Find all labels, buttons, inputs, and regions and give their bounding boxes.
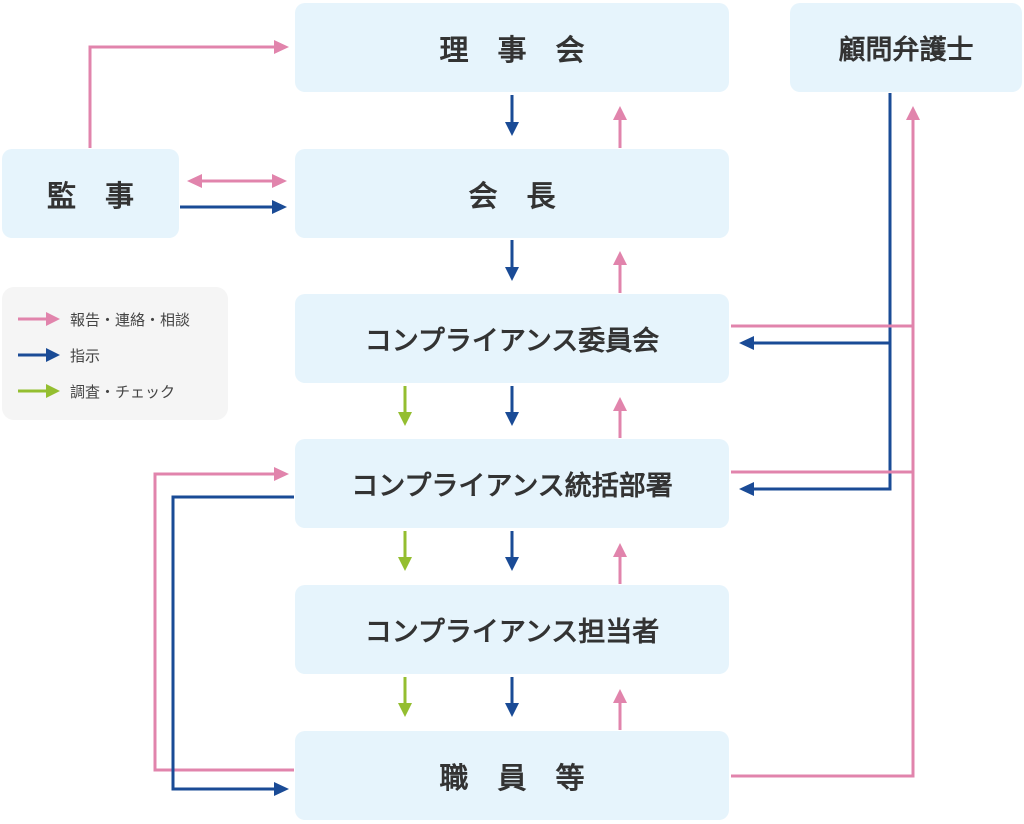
arrowhead-board-from-president — [613, 106, 627, 120]
arrowhead-committee-from-department — [613, 397, 627, 411]
node-president: 会 長 — [295, 149, 729, 238]
arrowhead-officer-instruction — [505, 557, 519, 571]
arrowhead-staff-instruction — [505, 703, 519, 717]
arrowhead-department-from-officer — [613, 543, 627, 557]
legend-label-instruction: 指示 — [70, 346, 101, 365]
arrowhead-department-instruction — [505, 412, 519, 426]
legend-item-investigation: 調査・チェック — [18, 381, 175, 401]
arrowhead-department-check — [398, 412, 412, 426]
node-board: 理 事 会 — [295, 3, 729, 92]
connector-staff-to-counsel — [731, 118, 915, 778]
node-counsel: 顧問弁護士 — [790, 3, 1022, 92]
arrowhead-department-from-staff — [274, 467, 289, 481]
arrowhead-officer-from-staff — [613, 689, 627, 703]
arrowhead-to-president-report — [272, 174, 287, 188]
arrowhead-staff-check — [398, 703, 412, 717]
connector-auditor-to-board — [88, 45, 276, 148]
arrowhead-to-auditor — [187, 174, 202, 188]
connector-staff-to-department — [153, 472, 294, 772]
connector-counsel-to-department — [752, 93, 892, 491]
node-officer: コンプライアンス担当者 — [295, 585, 729, 674]
arrowhead-officer-check — [398, 557, 412, 571]
arrowhead-president-from-board — [505, 122, 519, 136]
node-auditor: 監 事 — [2, 149, 179, 238]
arrowhead-to-president-instruction — [272, 200, 287, 214]
legend-label-investigation: 調査・チェック — [70, 382, 176, 401]
arrowhead-president-from-committee — [613, 251, 627, 265]
arrowhead-board-from-auditor — [274, 40, 289, 54]
node-staff: 職 員 等 — [295, 731, 729, 820]
legend: 報告・連絡・相談 指示 調査・チェック — [2, 287, 228, 420]
node-department: コンプライアンス統括部署 — [295, 439, 729, 528]
arrowhead-staff-from-department — [274, 782, 289, 796]
node-committee: コンプライアンス委員会 — [295, 294, 729, 383]
legend-label-report: 報告・連絡・相談 — [70, 310, 191, 329]
legend-item-instruction: 指示 — [18, 345, 100, 365]
arrowhead-committee-from-president — [505, 267, 519, 281]
arrowhead-committee-from-counsel — [739, 336, 754, 350]
legend-item-report: 報告・連絡・相談 — [18, 309, 190, 329]
arrowhead-department-from-counsel — [739, 482, 754, 496]
arrowhead-counsel — [906, 106, 920, 120]
pink-arrow-icon — [18, 312, 60, 326]
blue-arrow-icon — [18, 348, 60, 362]
connector-department-to-staff — [171, 495, 294, 791]
green-arrow-icon — [18, 384, 60, 398]
